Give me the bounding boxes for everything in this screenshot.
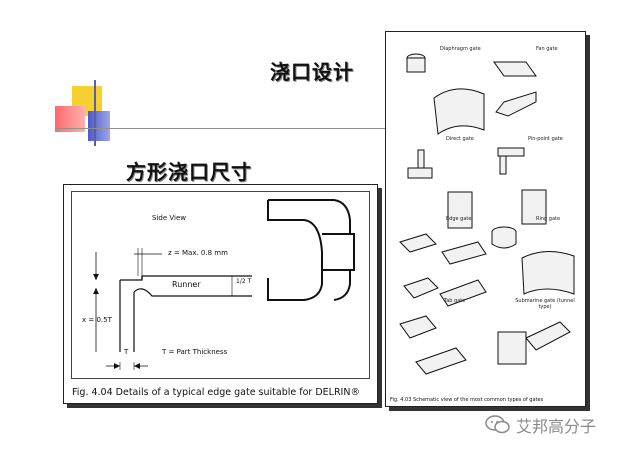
figure-edge-gate: Side View z = Max. 0.8 mm Runner 1/2 T x… (63, 184, 378, 404)
wechat-icon (485, 415, 510, 434)
z-dimension-label: z = Max. 0.8 mm (168, 249, 228, 257)
runner-label: Runner (172, 280, 201, 289)
x-dimension-label: x = 0.5T (82, 316, 112, 324)
edge-gate-drawing (93, 199, 355, 370)
figure-edge-gate-caption: Fig. 4.04 Details of a typical edge gate… (72, 387, 360, 398)
gate-label-diaphragm: Diaphragm gate (440, 46, 481, 52)
gate-types-drawing (399, 53, 575, 375)
figure-gate-types-caption: Fig. 4.03 Schematic view of the most com… (390, 397, 544, 403)
t-definition-label: T = Part Thickness (162, 348, 228, 356)
figure-edge-gate-frame: Side View z = Max. 0.8 mm Runner 1/2 T x… (71, 191, 370, 379)
decor-vertical-line (94, 80, 96, 146)
watermark-text: 艾邦高分子 (516, 417, 597, 436)
gate-label-direct: Direct gate (446, 136, 474, 142)
gate-label-edge: Edge gate (446, 216, 472, 222)
decor-square-blue (88, 111, 110, 141)
decor-square-red (55, 106, 85, 132)
gate-label-submarine: Submarine gate (tunnel type) (515, 298, 575, 310)
gate-label-tab: Tab gate (444, 298, 466, 304)
slide-subtitle: 方形浇口尺寸 (126, 160, 252, 184)
slide-title: 浇口设计 (270, 60, 354, 84)
half-t-label: 1/2 T (236, 278, 252, 285)
gate-label-fan: Fan gate (536, 46, 558, 52)
gate-label-ring: Ring gate (536, 216, 561, 222)
title-rule (55, 128, 385, 129)
gate-label-pin-point: Pin-point gate (528, 136, 563, 142)
side-view-label: Side View (152, 214, 186, 222)
watermark: 艾邦高分子 (485, 412, 596, 438)
figure-gate-types: Diaphragm gate Fan gate Direct gate Pin-… (385, 31, 586, 407)
t-label: T (124, 348, 129, 356)
